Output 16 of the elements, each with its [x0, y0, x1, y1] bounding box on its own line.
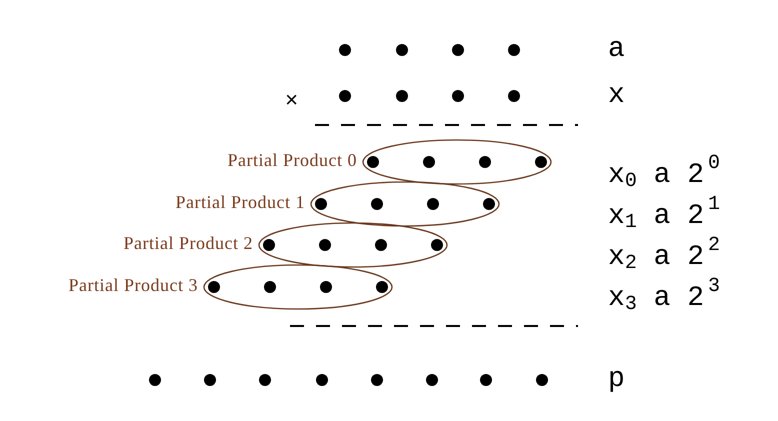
partial-product-label: Partial Product 2: [124, 234, 253, 252]
partial-product-label: Partial Product 3: [68, 276, 198, 294]
operand-label: x: [608, 82, 625, 110]
term-label: x$_{0}$ a 2$^{0}$: [608, 151, 720, 195]
term-label: x$_{3}$ a 2$^{3}$: [608, 274, 720, 318]
result-label: p: [608, 366, 625, 394]
term-label: x$_{2}$ a 2$^{2}$: [608, 233, 720, 277]
term-label: x$_{1}$ a 2$^{1}$: [608, 192, 720, 236]
ellipse-group: [258, 222, 448, 268]
multiply-sign: ×: [285, 88, 298, 116]
operand-label: a: [608, 36, 625, 64]
partial-product-label: Partial Product 0: [228, 151, 357, 169]
ellipse-group: [203, 264, 393, 310]
ellipse-group: [362, 139, 552, 185]
ellipse-group: [310, 181, 500, 227]
partial-product-label: Partial Product 1: [176, 193, 305, 211]
